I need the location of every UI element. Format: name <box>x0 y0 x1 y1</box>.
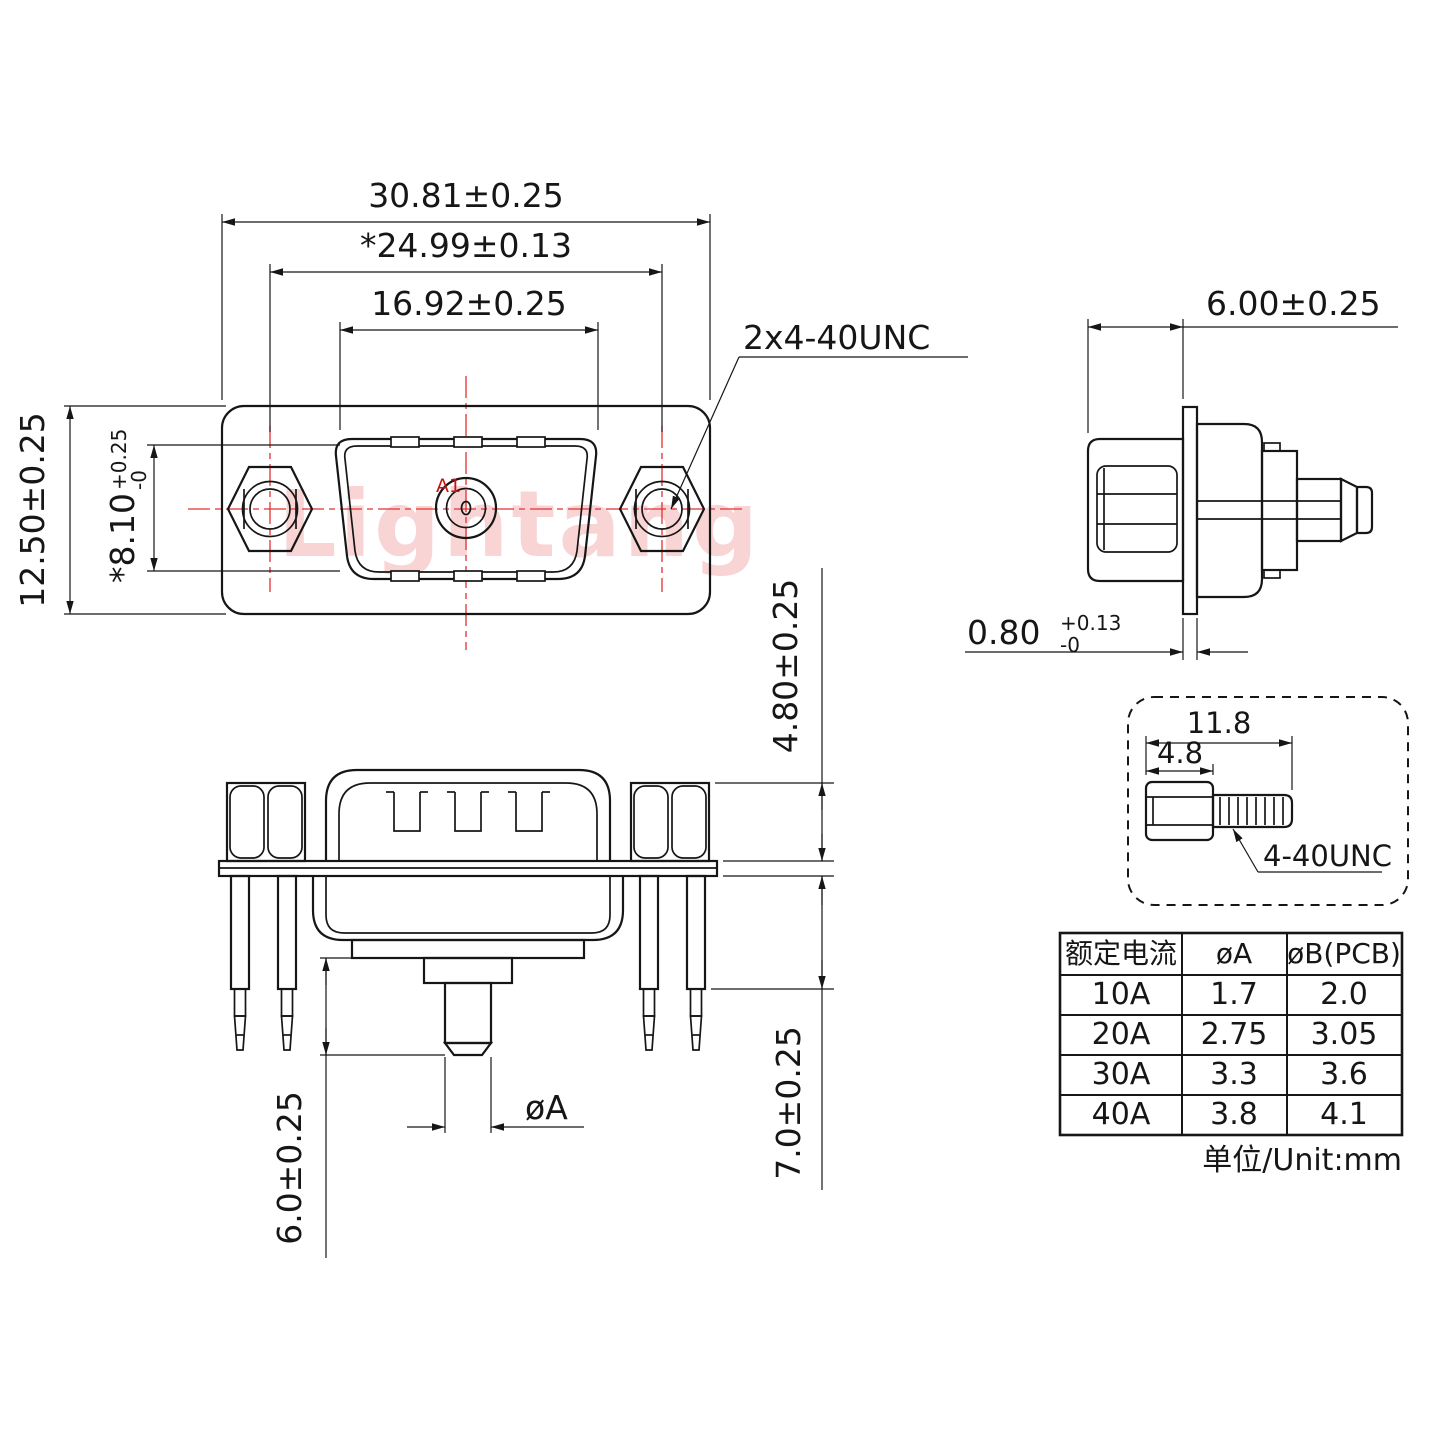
table-row: 10A 1.7 2.0 <box>1092 977 1368 1012</box>
dim-height-outer-text: 12.50±0.25 <box>13 412 52 608</box>
dim-flange-text: 0.80 <box>967 613 1040 652</box>
side-body <box>1086 437 1185 583</box>
dim-nut-height-text: 4.80±0.25 <box>766 579 805 754</box>
table-cell: 2.75 <box>1201 1017 1268 1052</box>
pcb-pin <box>638 874 660 1051</box>
table-row: 20A 2.75 3.05 <box>1092 1017 1378 1052</box>
bottom-body <box>324 768 612 861</box>
bottom-left-nuts <box>225 781 307 863</box>
pcb-pin <box>276 874 298 1051</box>
dim-screw-total: 11.8 <box>1145 706 1293 790</box>
table-cell: 20A <box>1092 1017 1151 1052</box>
dim-pin-length: 6.0±0.25 <box>270 957 445 1258</box>
bottom-rear-shell <box>311 876 625 985</box>
table-cell: 4.1 <box>1320 1097 1368 1132</box>
table-cell: 2.0 <box>1320 977 1368 1012</box>
table-row: 30A 3.3 3.6 <box>1092 1057 1368 1092</box>
dim-screw-head: 4.8 <box>1146 736 1214 775</box>
side-view: 6.00±0.25 0.80 +0.13 -0 <box>965 284 1398 660</box>
bottom-view: 4.80±0.25 7.0±0.25 6.0±0.25 <box>217 568 834 1258</box>
power-contact-a1 <box>434 476 498 540</box>
detail-frame <box>1127 696 1409 906</box>
table-header-dia-b: øB(PCB) <box>1287 937 1401 970</box>
dim-shell-height: *8.10 +0.25 -0 <box>103 429 340 583</box>
table-cell: 10A <box>1092 977 1151 1012</box>
dim-screw-total-text: 11.8 <box>1187 706 1252 740</box>
table-header-current: 额定电流 <box>1065 937 1177 970</box>
bottom-bracket <box>217 859 719 878</box>
front-view-centerlines <box>188 376 744 650</box>
side-back-shell <box>1195 422 1264 599</box>
dim-screw-head-text: 4.8 <box>1157 736 1203 770</box>
dim-body-depth: 7.0±0.25 <box>711 875 834 1190</box>
contact-label: A1 <box>436 475 461 497</box>
table-cell: 3.6 <box>1320 1057 1368 1092</box>
table-cell: 30A <box>1092 1057 1151 1092</box>
side-step <box>1260 442 1299 579</box>
screw-thread-label-text: 4-40UNC <box>1263 839 1392 873</box>
table-cell: 1.7 <box>1210 977 1258 1012</box>
right-jackscrew-nut <box>618 465 706 553</box>
table-cell: 3.3 <box>1210 1057 1258 1092</box>
front-view: A1 30.81±0.25 *24.99±0.13 16.92±0.25 <box>13 176 968 650</box>
thread-callout-text: 2x4-40UNC <box>743 318 930 357</box>
side-ferrule <box>1197 477 1374 543</box>
screw-thread-label: 4-40UNC <box>1232 828 1392 873</box>
dim-flange-tolp: +0.13 <box>1060 611 1121 635</box>
screw-detail: 11.8 4.8 4-40UNC <box>1127 696 1409 906</box>
thread-callout: 2x4-40UNC <box>670 318 968 510</box>
unit-note: 单位/Unit:mm <box>1202 1143 1402 1178</box>
bottom-right-nuts <box>629 781 711 863</box>
side-nut-profile <box>1096 465 1178 553</box>
dim-screw-centers-text: *24.99±0.13 <box>360 226 572 265</box>
dim-depth-text: 6.00±0.25 <box>1206 284 1381 323</box>
table-cell: 40A <box>1092 1097 1151 1132</box>
dim-pin-diameter: øA <box>407 1057 584 1133</box>
dim-width-outer: 30.81±0.25 <box>221 176 711 400</box>
dim-pin-length-text: 6.0±0.25 <box>270 1091 309 1245</box>
dim-body-depth-text: 7.0±0.25 <box>769 1026 808 1180</box>
screw-thread <box>1211 793 1294 829</box>
table-row: 40A 3.8 4.1 <box>1092 1097 1368 1132</box>
side-flange-plate <box>1181 405 1199 616</box>
dim-shell-width-text: 16.92±0.25 <box>371 284 567 323</box>
dim-shell-width: 16.92±0.25 <box>339 284 599 430</box>
left-jackscrew-nut <box>226 465 314 553</box>
dim-depth: 6.00±0.25 <box>1087 284 1398 433</box>
dim-height-outer: 12.50±0.25 <box>13 405 226 615</box>
dim-nut-height: 4.80±0.25 <box>715 568 834 862</box>
flange-outline <box>220 404 712 616</box>
dim-shell-height-tolp: +0.25 <box>107 429 131 490</box>
pcb-pin <box>685 874 707 1051</box>
table-header-row: 额定电流 øA øB(PCB) <box>1065 937 1401 970</box>
table-cell: 3.05 <box>1311 1017 1378 1052</box>
d-shell <box>334 436 598 582</box>
center-power-pin <box>442 981 494 1057</box>
dim-width-outer-text: 30.81±0.25 <box>368 176 564 215</box>
dim-shell-height-tolm: -0 <box>127 470 151 490</box>
rating-table: 额定电流 øA øB(PCB) 10A 1.7 2.0 20A 2.75 3.0… <box>1058 931 1404 1178</box>
pcb-pin <box>229 874 251 1051</box>
table-cell: 3.8 <box>1210 1097 1258 1132</box>
table-header-dia-a: øA <box>1216 937 1252 970</box>
dim-pin-diameter-text: øA <box>525 1088 568 1127</box>
screw-head <box>1144 780 1215 842</box>
dim-flange-tolm: -0 <box>1060 633 1080 657</box>
dim-flange-thickness: 0.80 +0.13 -0 <box>965 611 1248 660</box>
dim-screw-centers: *24.99±0.13 <box>269 226 663 432</box>
dim-shell-height-text: *8.10 <box>103 493 142 583</box>
